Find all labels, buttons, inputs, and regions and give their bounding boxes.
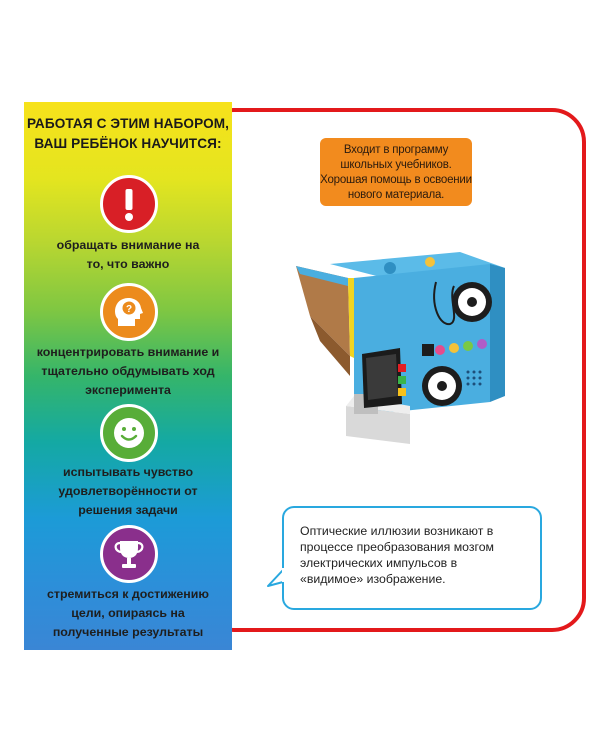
benefit-text-2: концентрировать внимание и тщательно обд… <box>36 345 220 397</box>
info-bubble: Оптические иллюзии возникают в процессе … <box>282 506 542 610</box>
svg-text:?: ? <box>126 304 132 315</box>
panel-title: РАБОТАЯ С ЭТИМ НАБОРОМ, ВАШ РЕБЁНОК НАУЧ… <box>26 116 230 151</box>
curriculum-note-text: Входит в программу школьных учебников. Х… <box>320 144 472 201</box>
benefits-panel: РАБОТАЯ С ЭТИМ НАБОРОМ, ВАШ РЕБЁНОК НАУЧ… <box>24 102 232 650</box>
smiley-icon <box>100 404 158 462</box>
trophy-icon <box>100 525 158 583</box>
benefit-text-1: обращать внимание на то, что важно <box>56 238 200 271</box>
curriculum-note: Входит в программу школьных учебников. Х… <box>320 138 472 206</box>
head-question-icon: ? <box>100 283 158 341</box>
benefit-text-3: испытывать чувство удовлетворённости от … <box>58 465 198 517</box>
product-illustration <box>290 246 520 461</box>
benefit-text-4: стремиться к достижению цели, опираясь н… <box>47 587 209 639</box>
info-bubble-text: Оптические иллюзии возникают в процессе … <box>300 524 494 586</box>
exclamation-icon <box>100 175 158 233</box>
